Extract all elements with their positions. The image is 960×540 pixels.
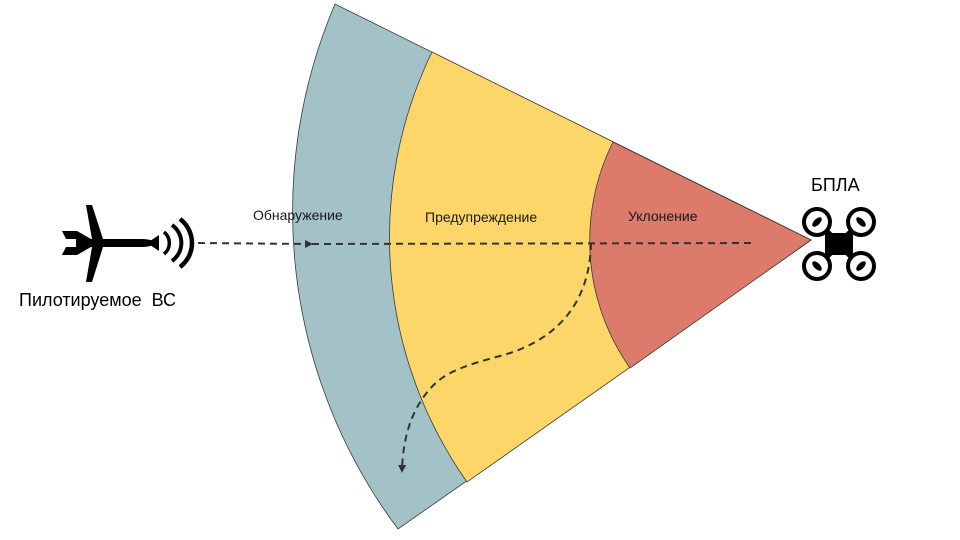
approach-path-line xyxy=(311,242,756,245)
evasion-path-arrow xyxy=(398,242,592,473)
avoidance-zone-label: Уклонение xyxy=(628,208,698,224)
quadcopter-drone-icon xyxy=(802,207,876,281)
airplane-icon xyxy=(62,205,154,282)
aircraft-label: Пилотируемое ВС xyxy=(19,290,176,310)
warning-zone-label: Предупреждение xyxy=(425,209,537,225)
uav-label: БПЛА xyxy=(811,175,860,195)
detection-zone-label: Обнаружение xyxy=(253,207,343,223)
approach-path-arrow xyxy=(197,239,313,248)
radio-signal-icon xyxy=(147,217,195,269)
avoidance-zone xyxy=(589,141,812,369)
